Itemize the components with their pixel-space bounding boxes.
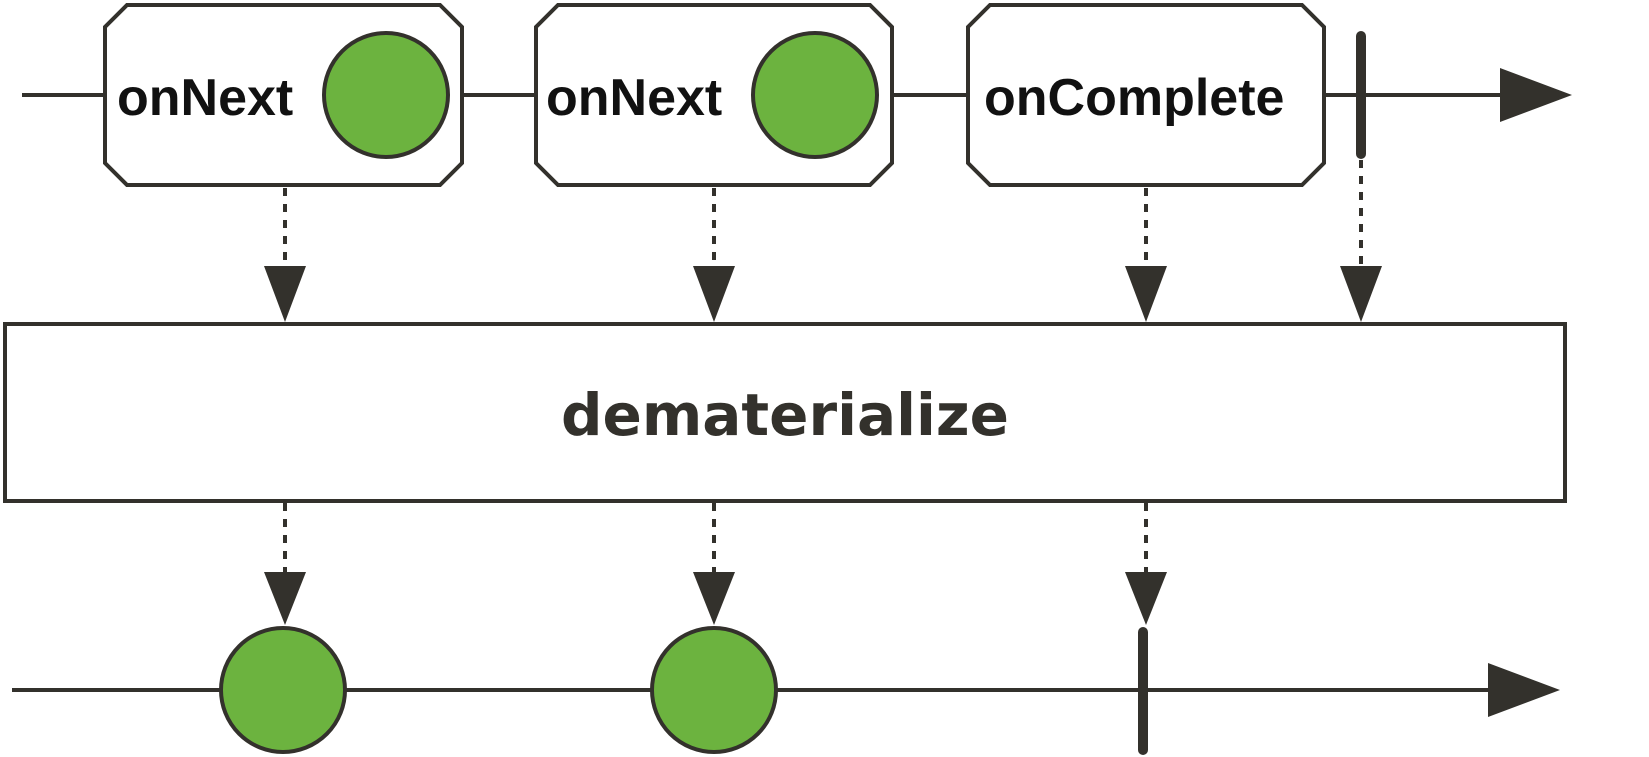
down-arrowhead — [1125, 266, 1167, 322]
output-timeline — [12, 626, 1560, 755]
input-timeline-arrowhead — [1500, 68, 1572, 122]
input-item-marble — [322, 31, 450, 159]
event-notification-box — [966, 3, 1326, 187]
down-arrowhead — [1125, 572, 1167, 625]
operator-box: dematerialize — [3, 322, 1567, 503]
input-item-marble — [751, 31, 879, 159]
down-arrowhead — [264, 572, 306, 625]
down-arrowhead — [264, 266, 306, 322]
input-event-box: onComplete — [966, 3, 1326, 187]
event-label: onComplete — [984, 69, 1284, 127]
output-item-marble — [219, 626, 347, 754]
output-item-marble — [650, 626, 778, 754]
down-arrowhead — [693, 266, 735, 322]
operator-rectangle — [3, 322, 1567, 503]
event-label: onNext — [117, 69, 293, 127]
event-label: onNext — [546, 69, 722, 127]
down-arrowhead — [1340, 266, 1382, 322]
output-timeline-arrowhead — [1488, 663, 1560, 717]
input-timeline: onNext onNext onComplete — [22, 3, 1572, 187]
input-event-box: onNext — [103, 3, 464, 187]
input-to-operator-arrows — [264, 160, 1382, 322]
input-event-box: onNext — [534, 3, 894, 187]
down-arrowhead — [693, 572, 735, 625]
operator-to-output-arrows — [264, 503, 1167, 625]
operator-label: dematerialize — [561, 381, 1009, 449]
